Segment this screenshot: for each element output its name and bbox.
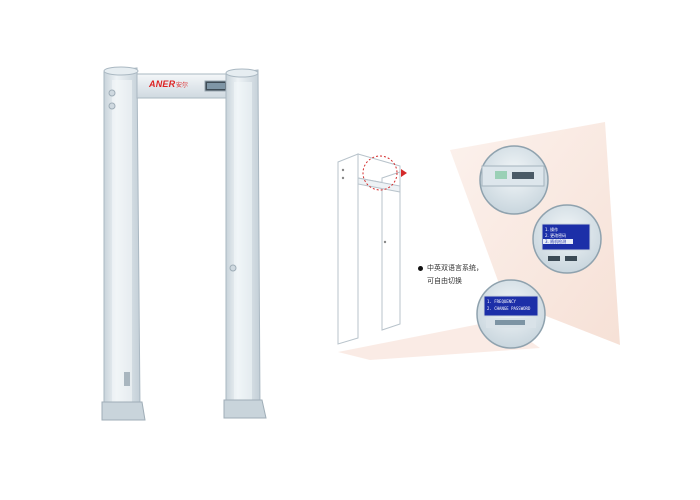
- lcd-chinese-line-1: 1. 操作: [545, 226, 558, 232]
- lcd-english-line-1: 1. FREQUENCY: [487, 299, 516, 304]
- gate-outline-sketch: [337, 153, 401, 345]
- arrow-icon: [401, 169, 407, 177]
- lcd-screen-english: [483, 295, 539, 317]
- brand-logo: ANER: [149, 79, 176, 89]
- pillar-panel: [124, 372, 130, 386]
- bullet-icon: [418, 265, 423, 271]
- indicator-light: [108, 102, 116, 110]
- indicator-light: [108, 89, 116, 97]
- right-foot: [223, 399, 267, 419]
- zoom-lens-english-menu: [476, 279, 546, 349]
- walk-through-metal-detector: [101, 66, 267, 421]
- lcd-screen-chinese: [541, 223, 591, 251]
- lcd-english-line-2: 2. CHANGE PASSWORD: [487, 306, 531, 311]
- feature-note-line-2: 可自由切换: [427, 277, 462, 285]
- zoom-lens-top-bar: [479, 145, 549, 215]
- feature-note-line-1: 中英双语言系统，: [427, 264, 483, 272]
- left-foot: [101, 401, 146, 421]
- brand-logo-chinese: 安尔: [176, 82, 189, 89]
- zoom-lens-chinese-menu: [532, 204, 602, 274]
- zoom-marker: [362, 155, 398, 191]
- indicator-light: [229, 264, 237, 272]
- lcd-chinese-line-2: 2. 更改密码: [545, 232, 566, 238]
- lcd-chinese-line-3: 3. 随机检测: [545, 238, 566, 244]
- feature-note: 中英双语言系统， 可自由切换: [418, 262, 483, 288]
